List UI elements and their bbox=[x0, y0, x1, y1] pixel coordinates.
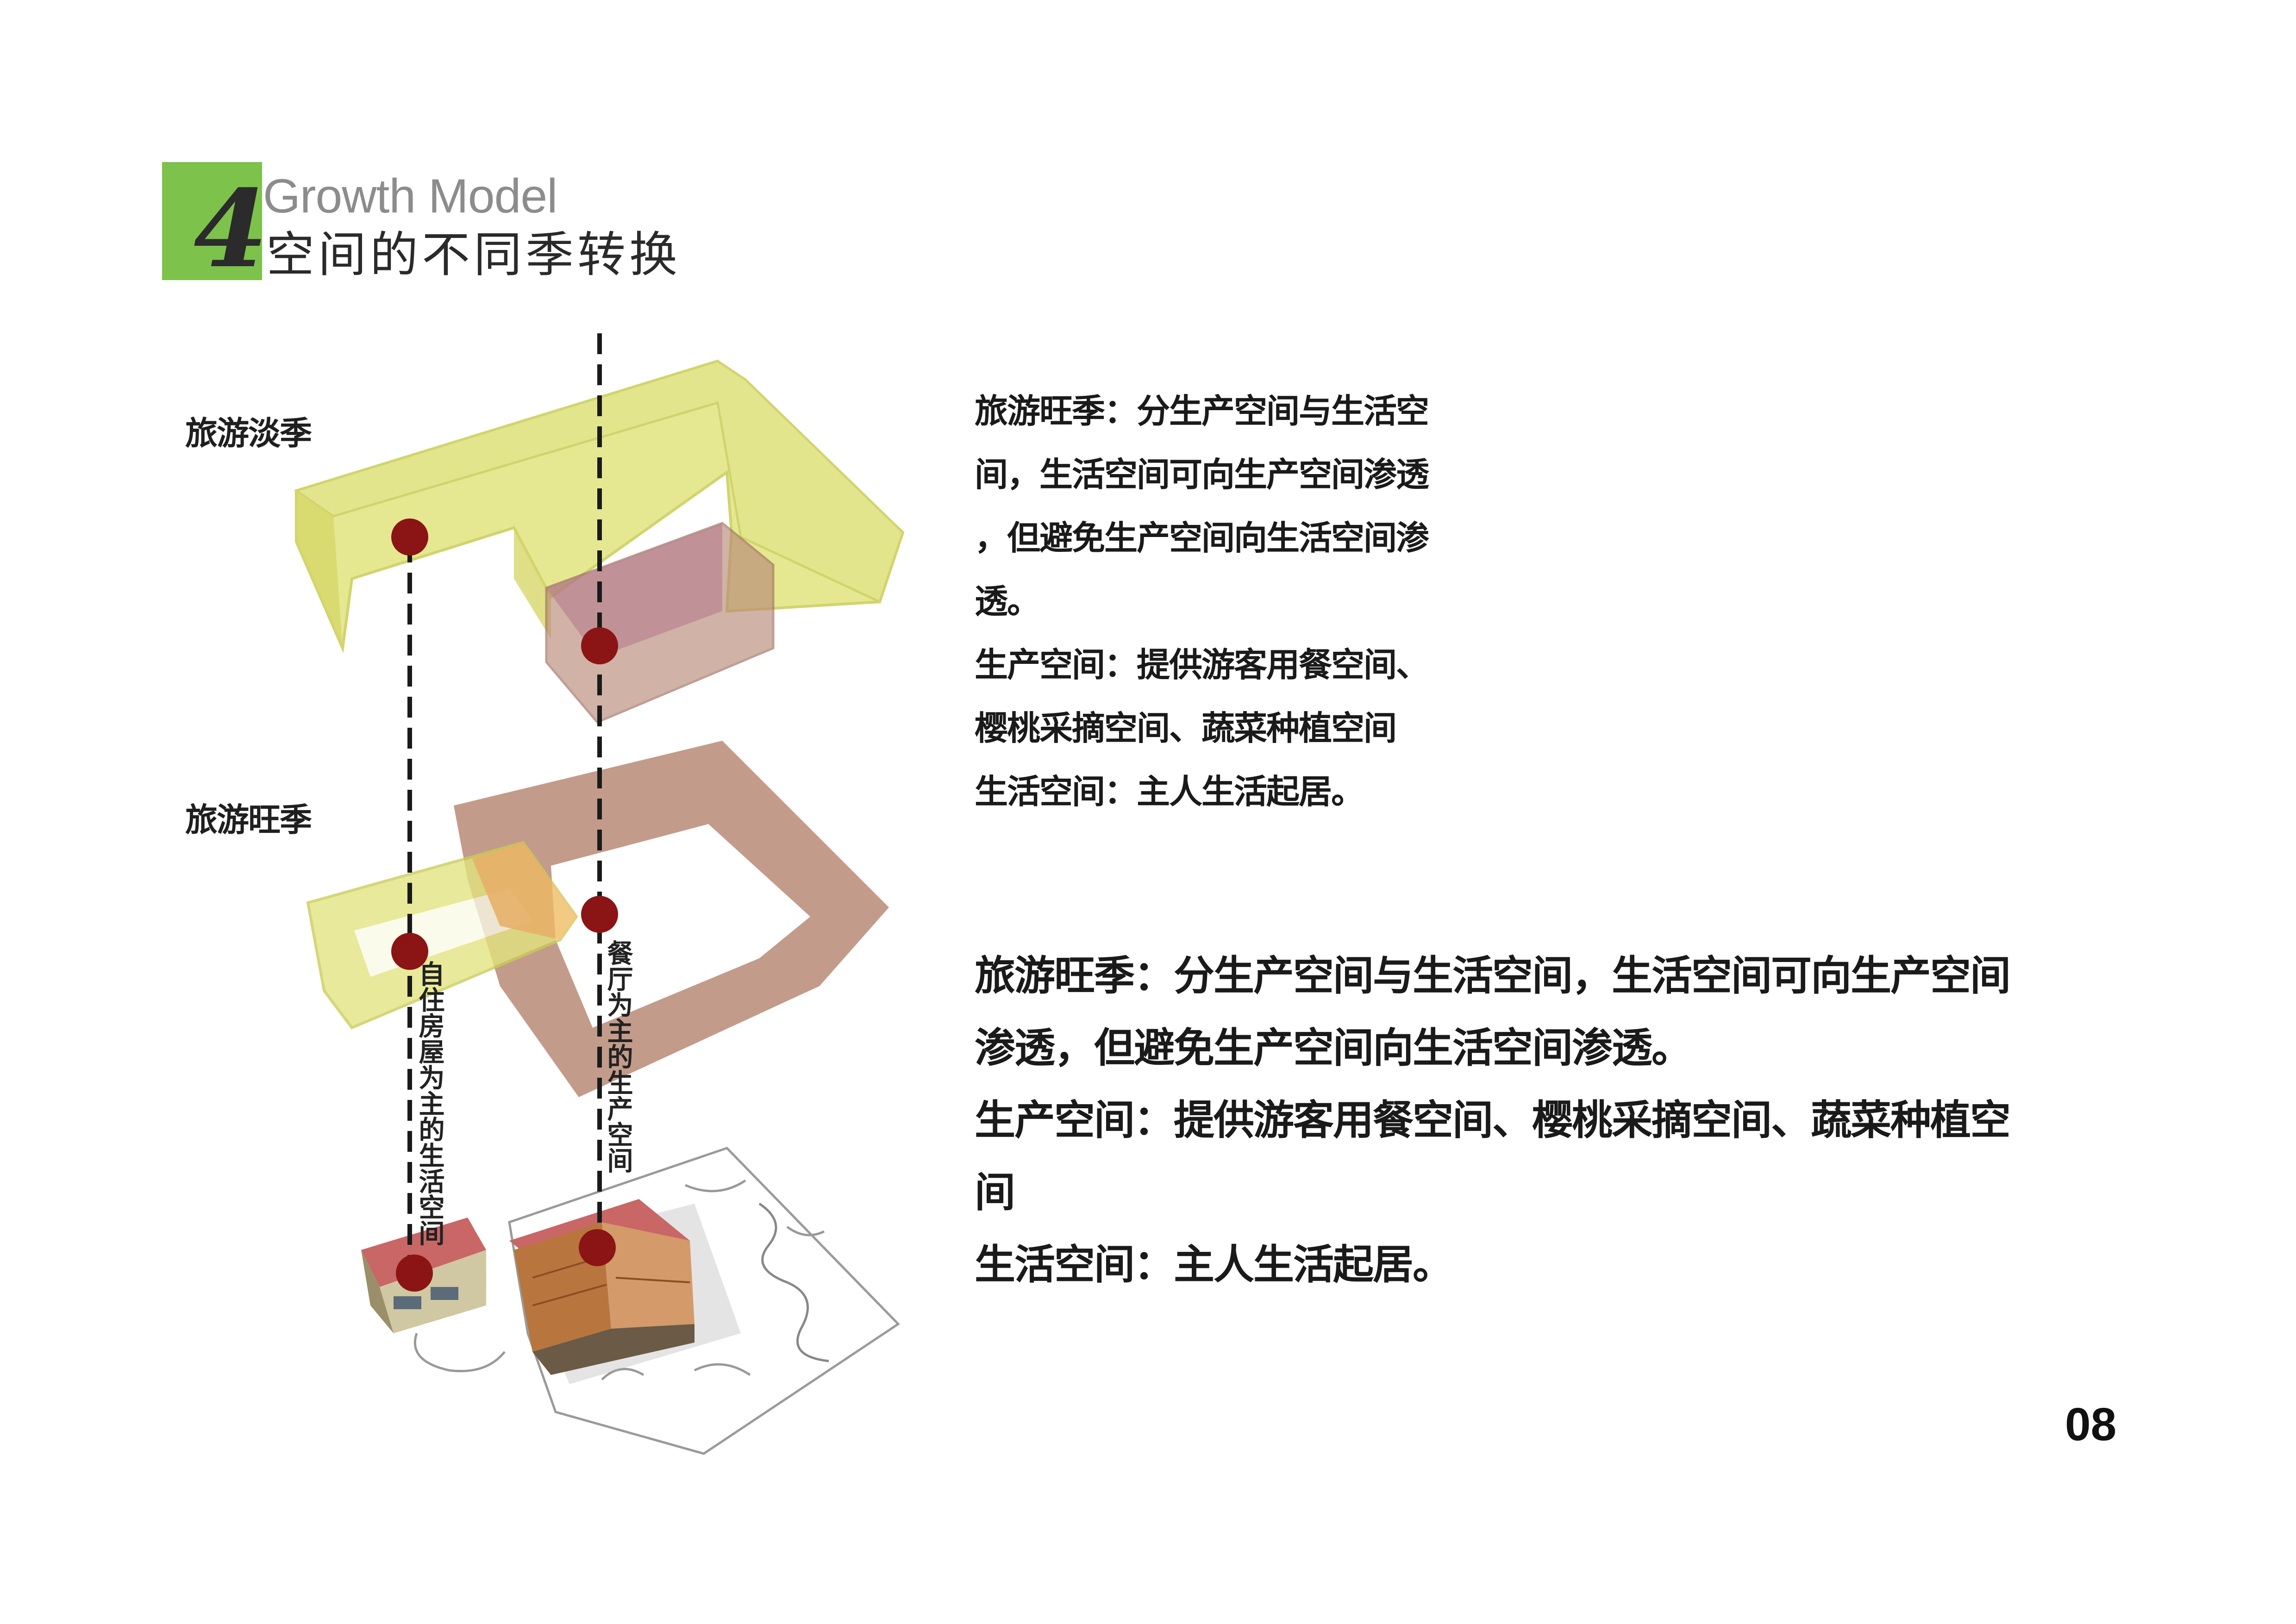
marker-living-middle bbox=[391, 933, 428, 970]
markers bbox=[391, 518, 618, 1292]
section-number: 4 bbox=[194, 167, 268, 292]
title-english: Growth Model bbox=[263, 169, 557, 223]
description-small: 旅游旺季：分生产空间与生活空 间，生活空间可向生产空间渗透 ，但避免生产空间向生… bbox=[975, 380, 1521, 824]
vertical-label-living: 自住房屋为主的生活空间 bbox=[414, 961, 444, 1246]
text-line: 透。 bbox=[975, 582, 1040, 621]
text-line: 生产空间：提供游客用餐空间、樱桃采摘空间、蔬菜种植空 bbox=[975, 1096, 2011, 1144]
vertical-label-production: 餐厅为主的生产空间 bbox=[603, 940, 633, 1173]
text-line: 樱桃采摘空间、蔬菜种植空间 bbox=[975, 709, 1397, 748]
text-line: 间 bbox=[975, 1168, 1015, 1216]
text-line: 生产空间：提供游客用餐空间、 bbox=[975, 645, 1429, 684]
text-line: 间，生活空间可向生产空间渗透 bbox=[975, 455, 1429, 494]
marker-living-bottom bbox=[396, 1255, 433, 1292]
text-line: 生活空间：主人生活起居。 bbox=[975, 1241, 1453, 1288]
marker-production-bottom bbox=[579, 1229, 616, 1266]
text-line: 渗透，但避免生产空间向生活空间渗透。 bbox=[975, 1024, 1692, 1072]
description-large: 旅游旺季：分生产空间与生活空间，生活空间可向生产空间 渗透，但避免生产空间向生活… bbox=[975, 940, 2063, 1301]
text-line: 生活空间：主人生活起居。 bbox=[975, 772, 1364, 811]
text-line: 旅游旺季：分生产空间与生活空 bbox=[975, 392, 1429, 431]
off-season-production-volume bbox=[545, 522, 775, 724]
text-line: ，但避免生产空间向生活空间渗 bbox=[975, 518, 1429, 557]
peak-season-production-volume bbox=[454, 741, 889, 1097]
title-chinese: 空间的不同季转换 bbox=[266, 226, 682, 283]
text-line: 旅游旺季：分生产空间与生活空间，生活空间可向生产空间 bbox=[975, 952, 2011, 999]
marker-production-top bbox=[581, 627, 618, 664]
page-number: 08 bbox=[2065, 1399, 2117, 1450]
header-badge bbox=[162, 162, 262, 280]
label-peak-season: 旅游旺季 bbox=[185, 801, 312, 839]
label-off-season: 旅游淡季 bbox=[185, 414, 312, 452]
marker-living-top bbox=[391, 518, 428, 556]
marker-production-middle bbox=[581, 896, 618, 933]
